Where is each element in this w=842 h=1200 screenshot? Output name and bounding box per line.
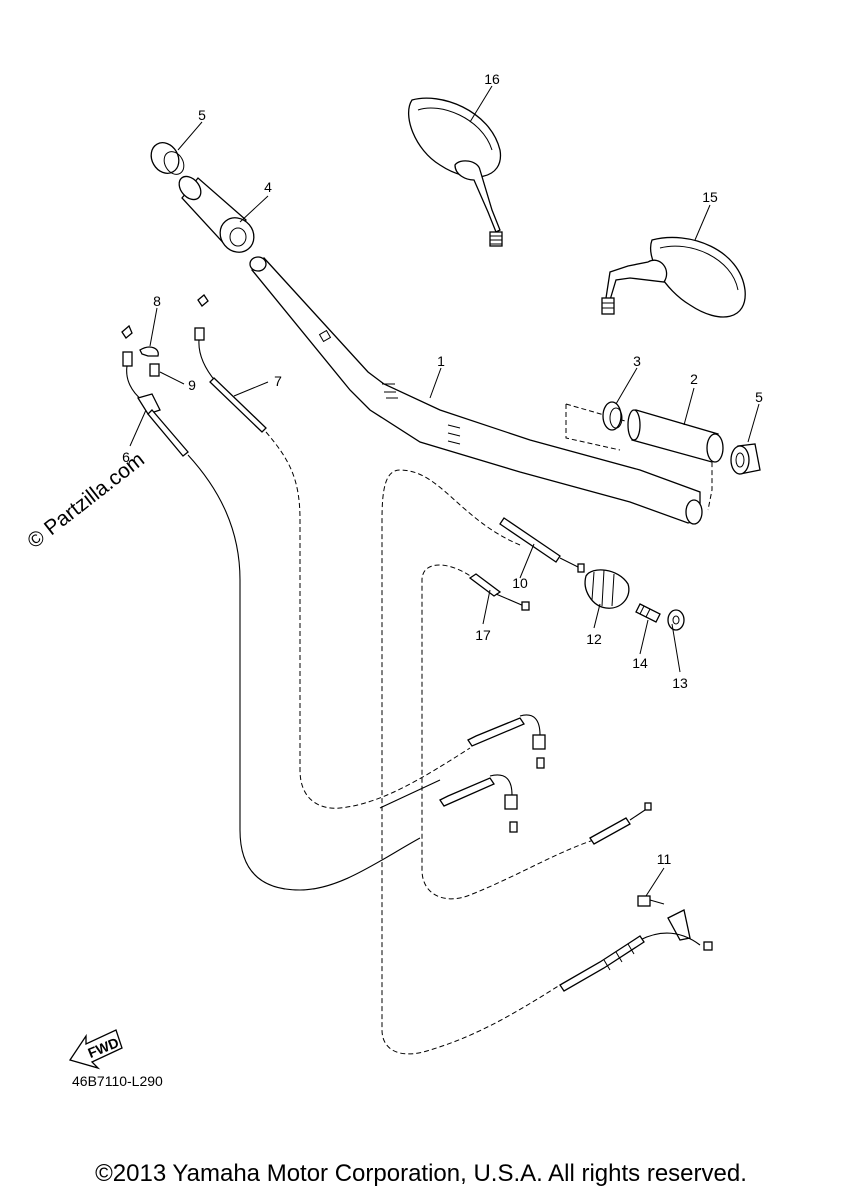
callout-13[interactable]: 13	[672, 675, 688, 691]
callout-2[interactable]: 2	[690, 371, 698, 387]
cable-part-7[interactable]	[194, 294, 267, 433]
callout-5-upper[interactable]: 5	[198, 107, 206, 123]
lower-bracket-cable	[559, 909, 713, 992]
callout-8[interactable]: 8	[153, 293, 161, 309]
leader-lines	[129, 85, 760, 897]
diagram-code: 46B7110-L290	[72, 1073, 163, 1089]
callout-16[interactable]: 16	[484, 71, 500, 87]
grip-collar-part-3[interactable]	[602, 401, 623, 431]
callout-6[interactable]: 6	[122, 449, 130, 465]
cable-part-10[interactable]	[499, 517, 585, 573]
callout-12[interactable]: 12	[586, 631, 602, 647]
callout-7[interactable]: 7	[274, 373, 282, 389]
callout-1[interactable]: 1	[437, 353, 445, 369]
callout-15[interactable]: 15	[702, 189, 718, 205]
throttle-grip-part-4[interactable]	[175, 172, 261, 259]
copyright-notice: ©2013 Yamaha Motor Corporation, U.S.A. A…	[95, 1160, 747, 1187]
callout-9[interactable]: 9	[188, 377, 196, 393]
mirror-part-15[interactable]	[601, 236, 746, 318]
callout-10[interactable]: 10	[512, 575, 528, 591]
callout-5-lower[interactable]: 5	[755, 389, 763, 405]
cable-part-17[interactable]	[468, 573, 530, 611]
bar-end-cap-part-5-lower[interactable]	[730, 443, 761, 475]
clip-part-8[interactable]	[139, 346, 159, 357]
bar-end-cap-part-5-upper[interactable]	[146, 138, 188, 179]
callout-11[interactable]: 11	[657, 851, 672, 867]
callout-17[interactable]: 17	[475, 627, 491, 643]
adjuster-part-14[interactable]	[635, 603, 661, 623]
bolt-part-11[interactable]	[637, 895, 665, 907]
callout-4[interactable]: 4	[264, 179, 272, 195]
boot-part-12[interactable]	[584, 569, 630, 609]
mirror-part-16[interactable]	[408, 97, 503, 247]
grip-part-2[interactable]	[627, 409, 724, 463]
cable-terminal-middle	[439, 774, 652, 845]
callout-labels: 1 2 3 4 5 5 6 7 8 9 10 11 12 13 14 15 16…	[122, 71, 763, 867]
callout-14[interactable]: 14	[632, 655, 648, 671]
callout-3[interactable]: 3	[633, 353, 641, 369]
routed-cables	[187, 431, 601, 1055]
cable-part-6[interactable]	[121, 324, 189, 457]
nut-part-13[interactable]	[667, 609, 685, 631]
cable-terminal-upper	[467, 714, 546, 769]
bolt-part-9[interactable]	[149, 363, 160, 377]
forward-arrow-icon: FWD	[68, 1029, 123, 1070]
handlebar-part-1[interactable]	[249, 256, 703, 525]
